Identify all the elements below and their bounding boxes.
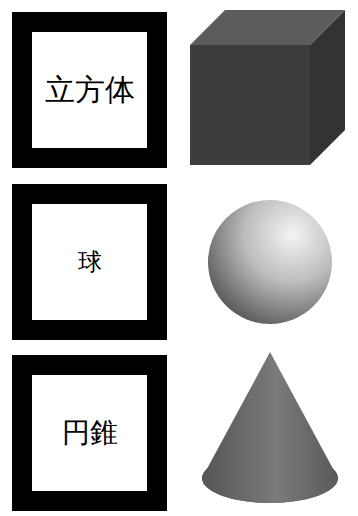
- shape-name: 立方体: [45, 72, 135, 108]
- shape-name: 円錐: [62, 416, 118, 450]
- sphere-illustration: [208, 200, 332, 324]
- cube-illustration: [190, 10, 345, 165]
- cone-illustration: [202, 352, 338, 503]
- shape-name: 球: [78, 248, 102, 277]
- label-box: 立方体: [12, 12, 167, 168]
- label-box: 円錐: [12, 355, 167, 511]
- label-box: 球: [12, 184, 167, 340]
